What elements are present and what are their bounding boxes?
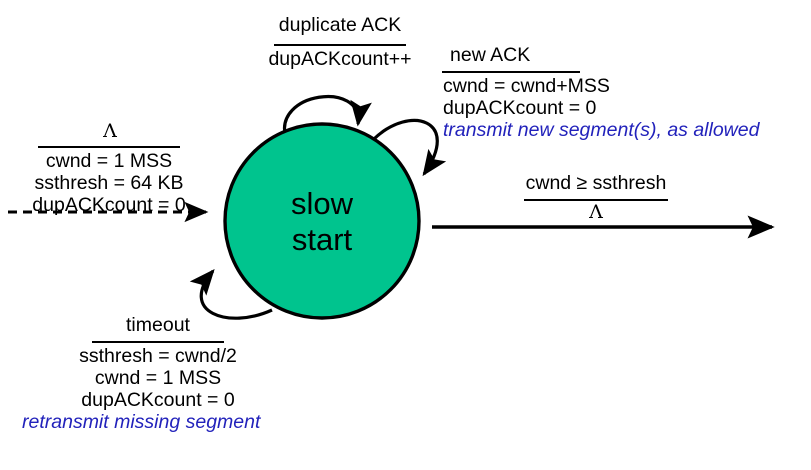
new-ack-event: new ACK (450, 44, 531, 66)
duplicate-ack-event: duplicate ACK (278, 14, 402, 36)
timeout-action-3: dupACKcount = 0 (81, 389, 235, 411)
duplicate-ack-rule (274, 44, 406, 47)
slow-start-state-circle[interactable] (223, 122, 421, 320)
new-ack-loop-arrow (372, 118, 447, 177)
new-ack-action-1: cwnd = cwnd+MSS (443, 75, 610, 97)
initial-entry-event: Λ (103, 120, 117, 142)
exit-transition-rule (524, 199, 668, 202)
timeout-action-2: cwnd = 1 MSS (94, 367, 222, 389)
timeout-event: timeout (126, 314, 190, 336)
initial-entry-action-2: ssthresh = 64 KB (34, 172, 184, 194)
duplicate-ack-action-1: dupACKcount++ (268, 48, 412, 70)
new-ack-blue-action: transmit new segment(s), as allowed (443, 119, 760, 141)
new-ack-rule (442, 71, 580, 74)
timeout-rule (92, 341, 224, 344)
exit-transition-event: cwnd ≥ ssthresh (525, 172, 667, 194)
timeout-loop-arrow (189, 269, 273, 320)
initial-entry-action-3: dupACKcount = 0 (32, 194, 186, 216)
timeout-blue-action: retransmit missing segment (22, 411, 261, 433)
timeout-action-1: ssthresh = cwnd/2 (79, 345, 237, 367)
duplicate-ack-loop-arrow (282, 94, 372, 139)
exit-transition-action-1: Λ (589, 201, 603, 223)
initial-entry-action-1: cwnd = 1 MSS (45, 150, 173, 172)
initial-entry-label-block: Λ (30, 120, 190, 143)
new-ack-action-2: dupACKcount = 0 (443, 97, 597, 119)
initial-entry-rule (38, 146, 180, 149)
